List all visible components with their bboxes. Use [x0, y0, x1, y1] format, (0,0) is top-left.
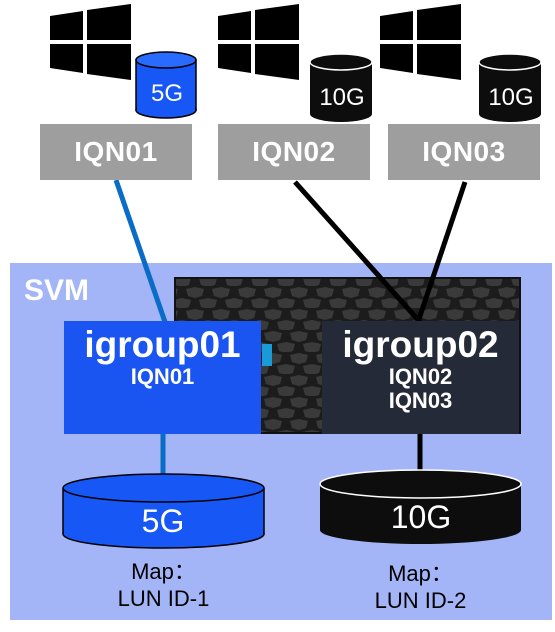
- lun-cylinder-2: [319, 469, 522, 544]
- lun1-size: 5G: [142, 503, 185, 539]
- svm-label: SVM: [24, 274, 90, 307]
- disk-cylinder-icon: [135, 51, 197, 119]
- connection-line-host2: [293, 180, 422, 324]
- igroup-member: IQN01: [130, 364, 195, 389]
- iqn-label: IQN03: [422, 136, 506, 167]
- igroup-title: igroup02: [342, 324, 499, 365]
- disk-cylinder-icon: [478, 53, 542, 122]
- disk-cylinder-icon: [309, 53, 373, 122]
- lun-id-text: LUN ID-1: [117, 586, 210, 611]
- igroup-title: igroup01: [84, 324, 241, 365]
- igroup-member: IQN02: [388, 364, 453, 389]
- windows-logo-icon: [218, 4, 299, 80]
- lun1-map-label: Map： LUN ID-1: [63, 558, 264, 612]
- iqn-label: IQN01: [74, 136, 158, 167]
- connection-line-host3: [415, 181, 468, 323]
- igroup02-box: igroup02 IQN02 IQN03: [322, 321, 519, 434]
- igroup-member: IQN03: [388, 388, 453, 413]
- map-text: Map：: [388, 561, 453, 586]
- windows-logo-icon: [50, 4, 131, 80]
- iqn-box-host3: IQN03: [388, 124, 540, 180]
- iqn-label: IQN02: [252, 136, 336, 167]
- igroup01-box: igroup01 IQN01: [64, 321, 261, 434]
- iqn-box-host2: IQN02: [218, 124, 370, 180]
- host1-disk-size: 5G: [151, 80, 183, 107]
- host3-disk-size: 10G: [488, 84, 533, 111]
- windows-logo-icon: [380, 4, 461, 80]
- lun-id-text: LUN ID-2: [374, 588, 467, 613]
- lun-cylinder-1: [62, 473, 265, 549]
- connection-lines: [113, 179, 468, 484]
- lun2-size: 10G: [391, 499, 451, 535]
- host2-disk-size: 10G: [319, 84, 364, 111]
- iqn-box-host1: IQN01: [40, 124, 192, 180]
- map-text: Map：: [131, 559, 196, 584]
- lun2-map-label: Map： LUN ID-2: [320, 560, 521, 614]
- connection-line-host1: [113, 179, 168, 323]
